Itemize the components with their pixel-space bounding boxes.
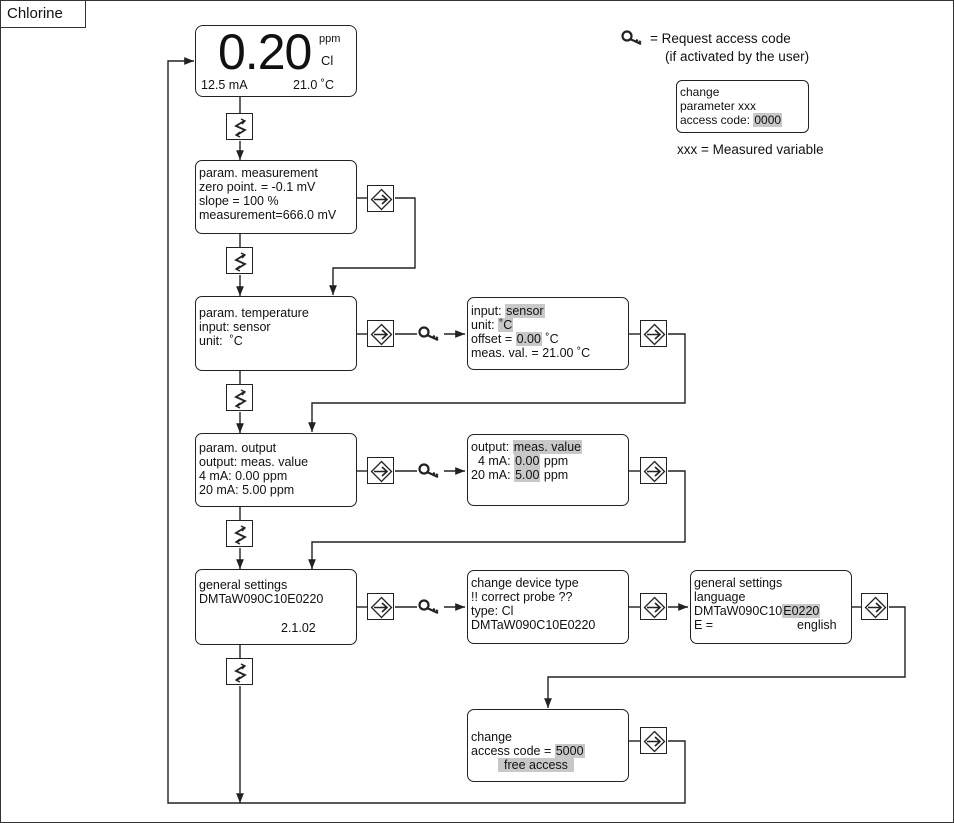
menu-measurement: param. measurement zero point. = -0.1 mV… bbox=[195, 160, 357, 234]
enter-arrow-icon bbox=[643, 596, 666, 619]
unit-label: ppm bbox=[319, 33, 341, 45]
access-code-value: 0000 bbox=[753, 113, 783, 127]
legend-key-note: (if activated by the user) bbox=[665, 49, 810, 64]
legend-example-box: change parameter xxx access code: 0000 bbox=[676, 80, 809, 133]
current-value: 12.5 mA bbox=[201, 78, 248, 92]
main-display: 0.20 ppm Cl 12.5 mA 21.0 ˚C bbox=[195, 25, 357, 97]
input-line: input: sensor bbox=[199, 320, 271, 334]
legend-example-line2: parameter xxx bbox=[680, 99, 757, 113]
next-menu-button[interactable] bbox=[226, 520, 253, 547]
device-code-line: DMTaW090C10E0220 bbox=[471, 618, 596, 632]
enter-button[interactable] bbox=[640, 320, 667, 347]
next-menu-button[interactable] bbox=[226, 113, 253, 140]
legend-example-line1: change bbox=[680, 85, 720, 99]
menu-title: general settings bbox=[694, 576, 783, 590]
menu-output: param. output output: meas. value 4 mA: … bbox=[195, 433, 357, 507]
language-label-e: E = bbox=[694, 618, 714, 632]
menu-title: change device type bbox=[471, 576, 579, 590]
access-level-value[interactable]: free access bbox=[498, 758, 574, 772]
temperature-value: 21.0 ˚C bbox=[293, 78, 334, 92]
20ma-setting: 20 mA: 5.00 ppm bbox=[471, 468, 569, 482]
output-line: output: meas. value bbox=[199, 455, 309, 469]
input-setting: input: sensor bbox=[471, 304, 545, 318]
20ma-line: 20 mA: 5.00 ppm bbox=[199, 483, 295, 497]
offset-value[interactable]: 0.00 bbox=[515, 332, 542, 346]
edit-output: output: meas. value 4 mA: 0.00 ppm 20 mA… bbox=[467, 434, 629, 506]
input-value[interactable]: sensor bbox=[505, 304, 545, 318]
language-label: language bbox=[694, 590, 746, 604]
offset-setting: offset = 0.00 ˚C bbox=[471, 332, 559, 346]
legend-example-line3: access code: 0000 bbox=[680, 113, 783, 127]
menu-temperature: param. temperature input: sensor unit: ˚… bbox=[195, 296, 357, 371]
4ma-setting: 4 mA: 0.00 ppm bbox=[471, 454, 569, 468]
slope-line: slope = 100 % bbox=[199, 194, 279, 208]
enter-button[interactable] bbox=[367, 457, 394, 484]
language-code-value[interactable]: E0220 bbox=[782, 604, 821, 618]
legend-xxx-note: xxx = Measured variable bbox=[677, 142, 824, 157]
enter-arrow-icon bbox=[643, 730, 666, 753]
menu-title: general settings bbox=[199, 578, 288, 592]
unit-value[interactable]: ˚C bbox=[498, 318, 514, 332]
edit-language: general settings language DMTaW090C10E02… bbox=[690, 570, 852, 644]
menu-title: change bbox=[471, 730, 513, 744]
species-label: Cl bbox=[321, 53, 334, 68]
unit-line: unit: ˚C bbox=[199, 334, 243, 348]
next-menu-icon bbox=[234, 252, 247, 272]
enter-arrow-icon bbox=[370, 188, 393, 211]
enter-button[interactable] bbox=[640, 457, 667, 484]
enter-button[interactable] bbox=[640, 727, 667, 754]
key-icon bbox=[418, 463, 444, 479]
language-value[interactable]: english bbox=[797, 618, 837, 632]
enter-arrow-icon bbox=[370, 460, 393, 483]
edit-access-code: change access code = 5000 free access bbox=[467, 709, 629, 782]
meas-val-line: meas. val. = 21.00 ˚C bbox=[471, 346, 591, 360]
enter-arrow-icon bbox=[370, 323, 393, 346]
next-menu-icon bbox=[234, 663, 247, 683]
type-line: type: Cl bbox=[471, 604, 514, 618]
zero-point-line: zero point. = -0.1 mV bbox=[199, 180, 316, 194]
next-menu-icon bbox=[234, 389, 247, 409]
20ma-value[interactable]: 5.00 bbox=[514, 468, 541, 482]
next-menu-button[interactable] bbox=[226, 658, 253, 685]
access-code-value[interactable]: 5000 bbox=[554, 744, 585, 758]
enter-button[interactable] bbox=[367, 185, 394, 212]
output-value[interactable]: meas. value bbox=[512, 440, 583, 454]
unit-setting: unit: ˚C bbox=[471, 318, 514, 332]
4ma-line: 4 mA: 0.00 ppm bbox=[199, 469, 288, 483]
access-code-line: access code = 5000 bbox=[471, 744, 585, 758]
enter-button[interactable] bbox=[367, 320, 394, 347]
enter-arrow-icon bbox=[864, 596, 887, 619]
enter-button[interactable] bbox=[367, 593, 394, 620]
key-icon bbox=[418, 326, 444, 342]
menu-title: param. temperature bbox=[199, 306, 309, 320]
device-code-line: DMTaW090C10E0220 bbox=[199, 592, 324, 606]
menu-general-settings: general settings DMTaW090C10E0220 2.1.02 bbox=[195, 569, 357, 645]
next-menu-icon bbox=[234, 525, 247, 545]
edit-device-type: change device type !! correct probe ?? t… bbox=[467, 570, 629, 644]
4ma-value[interactable]: 0.00 bbox=[514, 454, 541, 468]
next-menu-icon bbox=[234, 118, 247, 138]
measured-value: 0.20 bbox=[218, 24, 312, 80]
measurement-line: measurement=666.0 mV bbox=[199, 208, 337, 222]
access-level-line: free access bbox=[498, 758, 574, 772]
key-icon bbox=[418, 599, 444, 615]
key-icon bbox=[621, 30, 647, 46]
firmware-version: 2.1.02 bbox=[281, 621, 316, 635]
edit-temperature: input: sensor unit: ˚C offset = 0.00 ˚C … bbox=[467, 297, 629, 370]
enter-button[interactable] bbox=[640, 593, 667, 620]
enter-arrow-icon bbox=[643, 460, 666, 483]
enter-arrow-icon bbox=[370, 596, 393, 619]
menu-title: param. output bbox=[199, 441, 277, 455]
enter-button[interactable] bbox=[861, 593, 888, 620]
next-menu-button[interactable] bbox=[226, 247, 253, 274]
output-setting: output: meas. value bbox=[471, 440, 583, 454]
parameter-label: Chlorine bbox=[0, 0, 86, 28]
next-menu-button[interactable] bbox=[226, 384, 253, 411]
warning-line: !! correct probe ?? bbox=[471, 590, 573, 604]
legend-key-text: = Request access code bbox=[650, 31, 791, 46]
device-code-line: DMTaW090C10E0220 bbox=[694, 604, 821, 618]
enter-arrow-icon bbox=[643, 323, 666, 346]
menu-title: param. measurement bbox=[199, 166, 318, 180]
